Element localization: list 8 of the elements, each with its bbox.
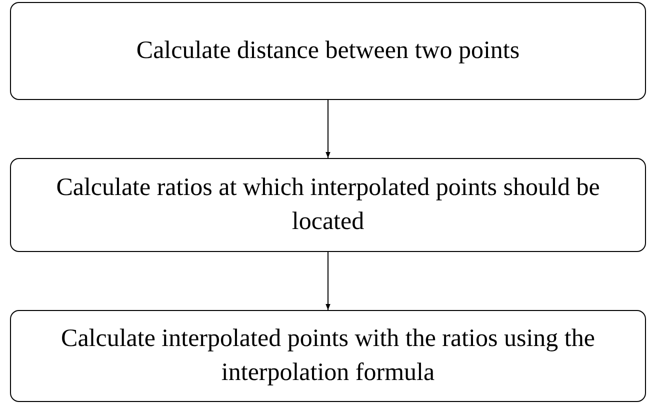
- process-box: [10, 158, 646, 252]
- arrow: [326, 252, 330, 310]
- step-text: Calculate distance between two points: [136, 36, 520, 66]
- step-text: Calculate interpolated points with the ratios using the interpolation formula: [60, 324, 596, 388]
- arrow: [326, 100, 330, 158]
- process-box: [10, 2, 646, 100]
- process-box: [10, 310, 646, 402]
- step-text: Calculate ratios at which interpolated points should be located: [55, 173, 601, 237]
